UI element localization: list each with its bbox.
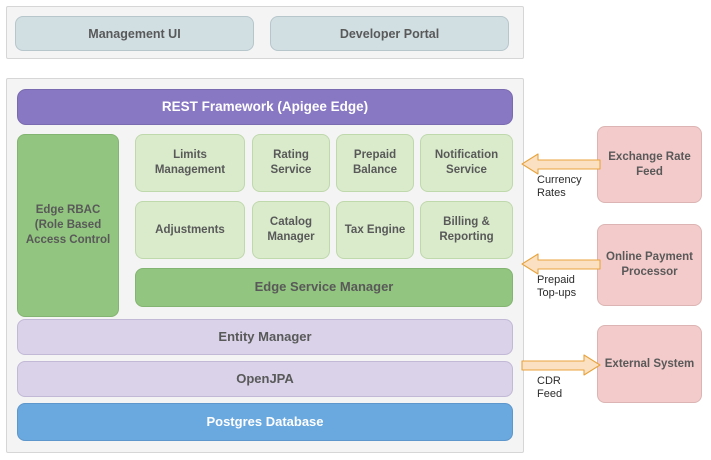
arrow-cdr-feed <box>521 354 601 376</box>
node-catalog-manager-label: Catalog Manager <box>267 216 315 243</box>
node-management-ui[interactable]: Management UI <box>15 16 254 51</box>
node-billing-reporting[interactable]: Billing & Reporting <box>420 201 513 259</box>
node-rating-service[interactable]: Rating Service <box>252 134 330 192</box>
node-adjustments[interactable]: Adjustments <box>135 201 245 259</box>
node-edge-rbac[interactable]: Edge RBAC (Role Based Access Control <box>17 134 119 317</box>
node-external-system[interactable]: External System <box>597 325 702 403</box>
node-billing-reporting-label: Billing & Reporting <box>439 216 494 243</box>
node-catalog-manager[interactable]: Catalog Manager <box>252 201 330 259</box>
node-rest-framework-label: REST Framework (Apigee Edge) <box>161 99 369 115</box>
platform-panel: REST Framework (Apigee Edge) Edge RBAC (… <box>6 78 524 453</box>
node-tax-engine[interactable]: Tax Engine <box>336 201 414 259</box>
arrow-prepaid-topups <box>521 253 601 275</box>
arrow-label-currency-rates: Currency Rates <box>537 174 582 200</box>
node-tax-engine-label: Tax Engine <box>344 223 406 236</box>
node-rating-service-label: Rating Service <box>270 149 312 176</box>
node-limits-management[interactable]: Limits Management <box>135 134 245 192</box>
node-prepaid-balance-label: Prepaid Balance <box>352 149 398 176</box>
arrow-label-prepaid-topups: Prepaid Top-ups <box>537 274 577 300</box>
arrow-currency-rates <box>521 153 601 175</box>
node-edge-rbac-label: Edge RBAC (Role Based Access Control <box>25 204 111 246</box>
node-entity-manager-label: Entity Manager <box>218 328 312 344</box>
client-layer-panel: Management UI Developer Portal <box>6 6 524 59</box>
node-entity-manager[interactable]: Entity Manager <box>17 319 513 355</box>
node-exchange-rate-feed[interactable]: Exchange Rate Feed <box>597 126 702 203</box>
arrow-label-cdr-feed: CDR Feed <box>537 375 563 401</box>
node-openjpa[interactable]: OpenJPA <box>17 361 513 397</box>
node-limits-management-label: Limits Management <box>154 149 226 176</box>
node-openjpa-label: OpenJPA <box>236 370 294 386</box>
node-rest-framework[interactable]: REST Framework (Apigee Edge) <box>17 89 513 125</box>
node-edge-service-manager[interactable]: Edge Service Manager <box>135 268 513 307</box>
node-edge-service-manager-label: Edge Service Manager <box>254 279 394 295</box>
node-postgres-database-label: Postgres Database <box>206 413 324 429</box>
node-developer-portal[interactable]: Developer Portal <box>270 16 509 51</box>
node-online-payment-processor-label: Online Payment Processor <box>606 251 693 278</box>
node-notification-service[interactable]: Notification Service <box>420 134 513 192</box>
node-online-payment-processor[interactable]: Online Payment Processor <box>597 224 702 306</box>
node-management-ui-label: Management UI <box>88 26 181 41</box>
node-postgres-database[interactable]: Postgres Database <box>17 403 513 441</box>
node-exchange-rate-feed-label: Exchange Rate Feed <box>608 150 691 178</box>
node-external-system-label: External System <box>604 357 695 370</box>
node-notification-service-label: Notification Service <box>434 149 499 176</box>
node-adjustments-label: Adjustments <box>155 223 225 236</box>
node-prepaid-balance[interactable]: Prepaid Balance <box>336 134 414 192</box>
node-developer-portal-label: Developer Portal <box>339 26 440 41</box>
